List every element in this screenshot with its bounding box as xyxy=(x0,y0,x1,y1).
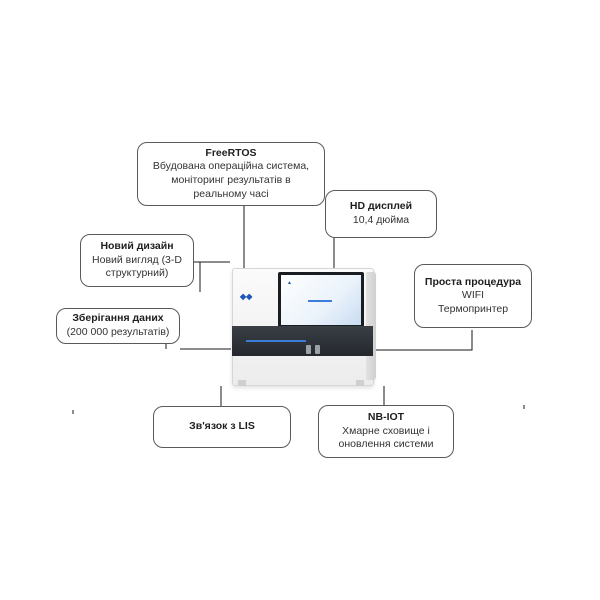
callout-line: реальному часі xyxy=(193,187,269,200)
callout-line: Термопринтер xyxy=(437,302,509,315)
device-port xyxy=(306,345,311,354)
callout-line: WIFI xyxy=(461,289,485,302)
connector-simple xyxy=(376,330,473,351)
analyzer-device: ▲ ◆◆ xyxy=(226,268,376,386)
device-port xyxy=(315,345,320,354)
device-screen-progress xyxy=(308,300,332,302)
callout-title: Зберігання даних xyxy=(72,312,164,325)
callout-line: (200 000 результатів) xyxy=(66,326,170,338)
device-screen-logo: ▲ xyxy=(287,280,292,286)
device-logo: ◆◆ xyxy=(240,292,253,301)
callout-storage: Зберігання даних (200 000 результатів) xyxy=(56,308,180,344)
callout-title: Зв'язок з LIS xyxy=(189,420,255,433)
callout-freertos: FreeRTOS Вбудована операційна система, м… xyxy=(137,142,325,206)
callout-line: оновлення системи xyxy=(338,438,434,451)
callout-line: Новий вигляд (3-D xyxy=(92,253,182,266)
callout-nbiot: NB-IOT Хмарне сховище і оновлення систем… xyxy=(318,405,454,458)
callout-title: HD дисплей xyxy=(349,200,413,213)
callout-lis: Зв'язок з LIS xyxy=(153,406,291,448)
callout-title: Проста процедура xyxy=(424,275,522,288)
device-foot-left xyxy=(238,380,246,386)
device-ports xyxy=(306,344,326,356)
callout-line: структурний) xyxy=(105,267,169,280)
callout-new-design: Новий дизайн Новий вигляд (3-D структурн… xyxy=(80,234,194,287)
callout-line: 10,4 дюйма xyxy=(352,214,410,226)
callout-title: NB-IOT xyxy=(367,411,405,424)
device-foot-right xyxy=(356,380,364,386)
device-accent-line xyxy=(246,340,306,342)
callout-title: FreeRTOS xyxy=(205,146,257,159)
callout-simple-procedure: Проста процедура WIFI Термопринтер xyxy=(414,264,532,328)
callout-line: Вбудована операційна система, xyxy=(152,160,310,173)
callout-hd-display: HD дисплей 10,4 дюйма xyxy=(325,190,437,238)
callout-line: моніторинг результатів в xyxy=(171,174,291,186)
callout-line: Хмарне сховище і xyxy=(342,424,430,437)
callout-title: Новий дизайн xyxy=(100,240,174,253)
